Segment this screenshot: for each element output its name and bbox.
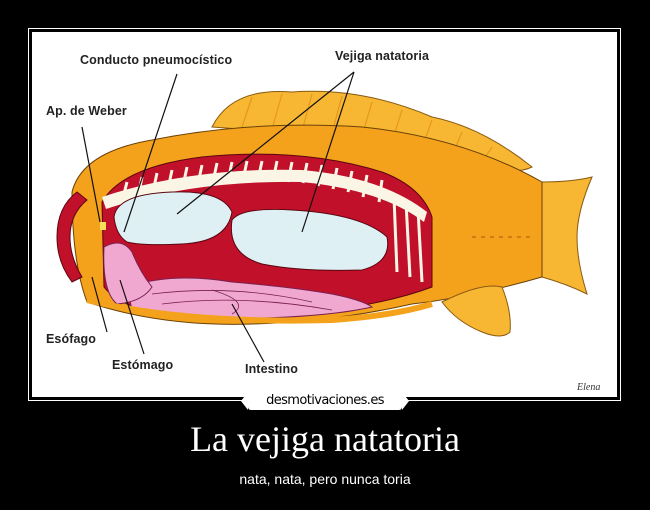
poster-title: La vejiga natatoria <box>190 419 460 459</box>
label-ap-de-weber: Ap. de Weber <box>46 104 127 118</box>
label-intestino: Intestino <box>245 362 298 376</box>
fish-illustration <box>56 71 593 363</box>
site-watermark: desmotivaciones.es <box>241 392 409 410</box>
label-conducto-pneumocistico: Conducto pneumocístico <box>80 53 233 67</box>
label-esofago: Esófago <box>46 332 97 346</box>
poster-subtitle: nata, nata, pero nunca toria <box>239 471 411 487</box>
artist-signature: Elena <box>577 382 601 393</box>
diagram-image: Conducto pneumocístico Vejiga natatoria … <box>32 32 617 397</box>
label-vejiga-natatoria: Vejiga natatoria <box>335 49 429 63</box>
label-estomago: Estómago <box>112 358 174 372</box>
